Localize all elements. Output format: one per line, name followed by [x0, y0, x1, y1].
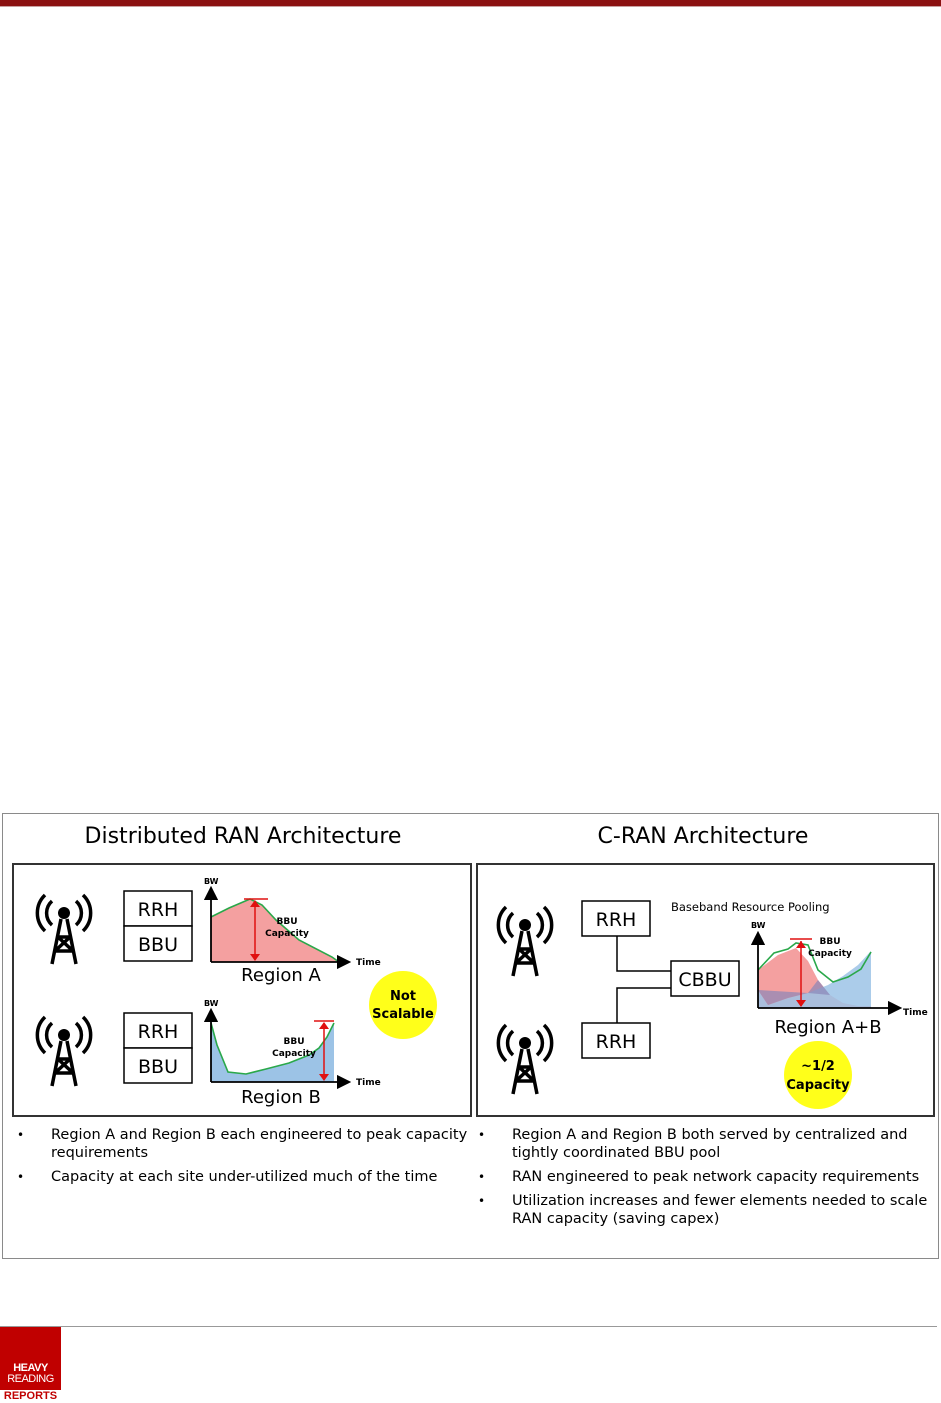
bbu-box-b	[123, 1047, 193, 1084]
logo-reports: REPORTS	[3, 1390, 58, 1402]
cbbu-label: CBBU	[678, 969, 731, 991]
region-ab-annotation-1: BBU	[819, 937, 840, 947]
pooling-label: Baseband Resource Pooling	[671, 900, 830, 914]
header-bar	[0, 0, 941, 6]
cran-panel: RRH RRH CBBU Baseband Resource Pooling B…	[476, 863, 935, 1117]
bbu-box-a	[123, 925, 193, 962]
cell-tower-icon	[496, 905, 554, 977]
bbu-label-a: BBU	[138, 934, 178, 956]
ran-architecture-figure: Distributed RAN Architecture C-RAN Archi…	[2, 813, 939, 1259]
list-item: •Capacity at each site under-utilized mu…	[17, 1169, 438, 1185]
rrh-label-bottom: RRH	[596, 1031, 637, 1053]
not-scalable-line2: Scalable	[372, 1007, 434, 1022]
not-scalable-line1: Not	[390, 989, 416, 1004]
not-scalable-badge	[369, 971, 437, 1039]
region-a-capacity-line	[210, 898, 340, 963]
region-b-annotation-1: BBU	[283, 1037, 304, 1047]
region-ab-x-label: Time	[903, 1008, 928, 1018]
list-item: •Utilization increases and fewer element…	[478, 1193, 928, 1227]
cell-tower-icon	[496, 1023, 554, 1095]
half-capacity-line1: ~1/2	[801, 1059, 835, 1074]
rrh-label-a: RRH	[138, 899, 179, 921]
region-b-chart: BW Time BBU Capacity Region B	[203, 999, 381, 1108]
region-a-x-label: Time	[356, 958, 381, 968]
half-capacity-line2: Capacity	[786, 1078, 850, 1093]
region-b-caption: Region B	[241, 1087, 321, 1108]
region-b-x-label: Time	[356, 1078, 381, 1088]
region-a-caption: Region A	[241, 965, 321, 986]
region-ab-y-label: BW	[751, 921, 766, 930]
region-b-y-label: BW	[204, 999, 219, 1008]
region-a-area	[211, 899, 339, 962]
footer-rule	[0, 1326, 937, 1327]
cell-tower-icon	[35, 1015, 93, 1087]
logo-wordmark: HEAVY READING	[7, 1362, 54, 1385]
rrh-box-bottom	[581, 1022, 651, 1059]
rrh-bottom-link	[616, 987, 671, 1024]
distributed-ran-diagram: RRH BBU BW Time BBU Capacity Region A N	[35, 877, 437, 1108]
region-a-annotation-2: Capacity	[265, 929, 309, 939]
cbbu-box	[670, 960, 740, 997]
region-b-area	[758, 951, 871, 1008]
cell-tower-icon	[35, 893, 93, 965]
list-item: •RAN engineered to peak network capacity…	[478, 1169, 920, 1185]
half-capacity-badge	[784, 1041, 852, 1109]
region-a-chart: BW Time BBU Capacity Region A	[203, 877, 381, 986]
region-a-annotation-1: BBU	[276, 917, 297, 927]
region-ab-capacity-line	[757, 942, 872, 983]
rrh-label-b: RRH	[138, 1021, 179, 1043]
rrh-top-link	[616, 936, 671, 972]
cran-bullets: •Region A and Region B both served by ce…	[470, 1126, 930, 1234]
distributed-ran-panel: RRH BBU BW Time BBU Capacity Region A N	[12, 863, 472, 1117]
cran-diagram: RRH RRH CBBU Baseband Resource Pooling B…	[496, 900, 928, 1109]
region-b-annotation-2: Capacity	[272, 1049, 316, 1059]
bbu-label-b: BBU	[138, 1056, 178, 1078]
region-b-capacity-line	[210, 1022, 335, 1075]
region-ab-annotation-2: Capacity	[808, 949, 852, 959]
list-item: •Region A and Region B both served by ce…	[478, 1127, 908, 1161]
rrh-box-top	[581, 900, 651, 937]
distributed-ran-bullets: •Region A and Region B each engineered t…	[9, 1126, 469, 1192]
distributed-ran-title: Distributed RAN Architecture	[84, 824, 402, 849]
region-a-y-label: BW	[204, 877, 219, 886]
header-bar-rule	[0, 6, 941, 7]
region-b-area	[211, 1023, 334, 1082]
rrh-label-top: RRH	[596, 909, 637, 931]
rrh-box-b	[123, 1012, 193, 1049]
region-ab-chart: BW Time BBU Capacity Region A+B	[750, 921, 928, 1038]
region-ab-caption: Region A+B	[774, 1017, 881, 1038]
list-item: •Region A and Region B each engineered t…	[17, 1127, 468, 1161]
cran-title: C-RAN Architecture	[597, 824, 809, 849]
